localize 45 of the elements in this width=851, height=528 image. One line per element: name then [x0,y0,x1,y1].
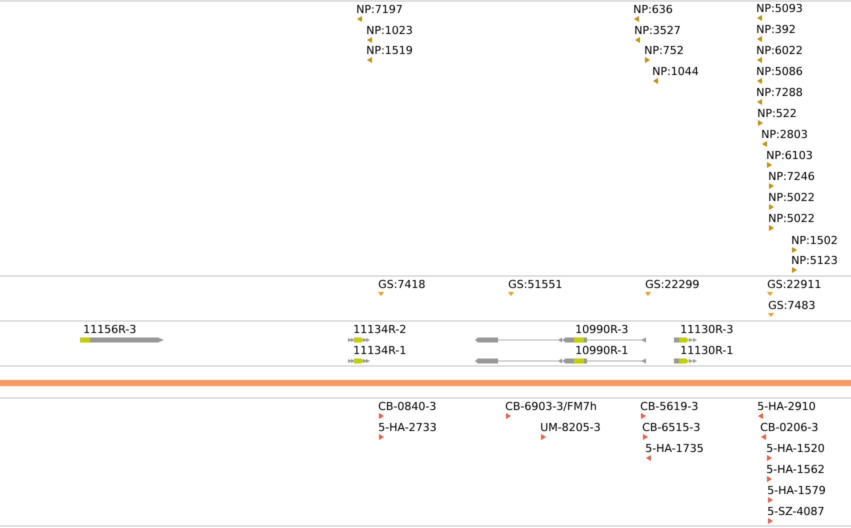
feature-label: CB-6903-3/FM7h [506,402,596,412]
feature-label: NP:7288 [757,88,802,96]
feature-label: NP:2803 [762,130,807,138]
feature-label: 11134R-1 [354,346,406,354]
feature-label: NP:3527 [635,26,680,34]
feature-label: UM-8205-3 [541,422,600,432]
feature-label: 5-SZ-4087 [768,506,824,516]
feature-label: NP:5123 [792,256,837,264]
feature-label: 11130R-1 [681,346,732,354]
feature-label: NP:636 [634,4,672,14]
feature-label: 5-HA-1579 [768,486,825,494]
feature-label: NP:1044 [653,66,698,76]
feature-label: CB-6515-3 [642,422,700,432]
feature-label: NP:392 [757,24,795,34]
feature-label: GS:51551 [508,280,562,288]
feature-label: 11156R-3 [84,324,136,334]
feature-label: NP:1023 [367,26,412,34]
feature-label: CB-5619-3 [640,402,698,410]
feature-label: NP:5086 [757,66,802,76]
feature-label: NP:1519 [367,46,412,54]
feature-label: GS:7483 [768,300,815,310]
feature-label: NP:6022 [757,46,802,54]
feature-label: NP:1502 [792,236,837,244]
feature-label: 11130R-3 [681,324,732,334]
feature-label: NP:5022 [769,214,814,222]
feature-label: GS:22911 [768,280,820,288]
feature-label: 11134R-2 [354,324,406,334]
feature-label: 5-HA-2910 [758,402,815,410]
feature-label: GS:7418 [378,280,425,288]
feature-label: NP:5022 [769,192,814,202]
feature-label: 10990R-1 [576,346,628,354]
feature-label: NP:7197 [357,4,402,14]
feature-label: NP:522 [758,108,796,118]
feature-label: CB-0840-3 [378,402,436,410]
feature-label: 5-HA-1562 [767,464,824,474]
feature-label: NP:752 [645,46,683,54]
feature-label: CB-0206-3 [760,422,818,432]
feature-label: 5-HA-1520 [767,444,824,452]
feature-label: 5-HA-1735 [646,444,703,452]
feature-label: GS:22299 [646,280,699,288]
feature-label: 5-HA-2733 [379,422,436,432]
feature-label: NP:7246 [769,172,814,180]
feature-label: NP:6103 [767,150,812,160]
feature-label: NP:5093 [757,4,802,12]
feature-label: 10990R-3 [576,324,628,334]
